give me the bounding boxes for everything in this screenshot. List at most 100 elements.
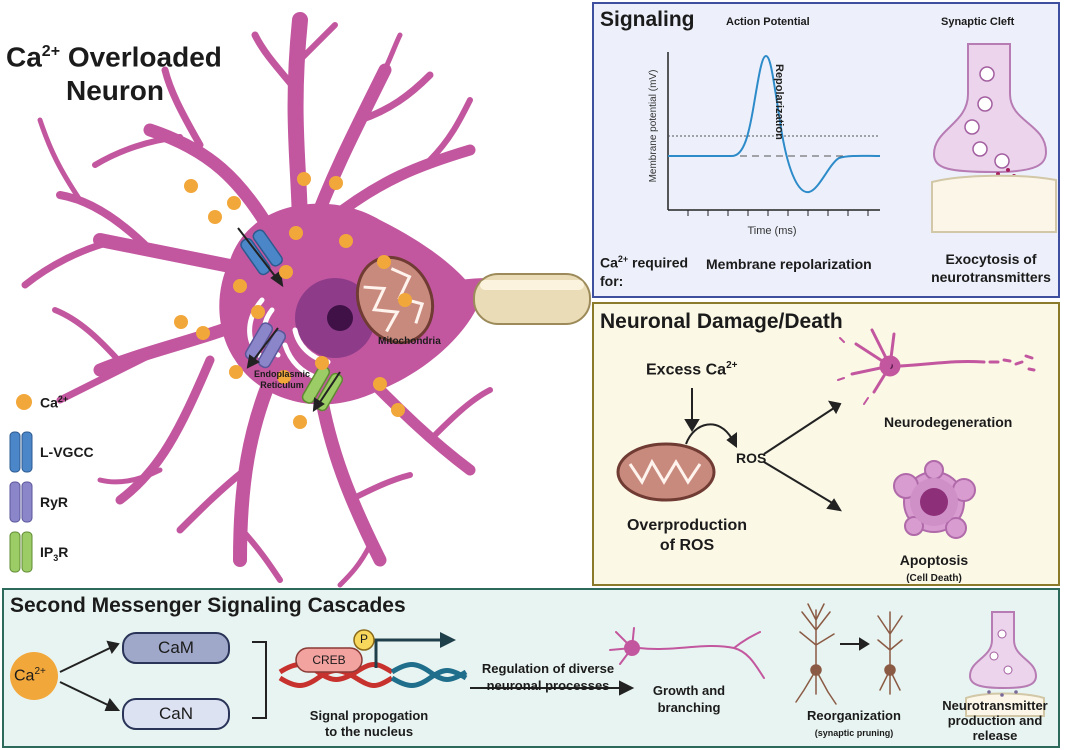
damage-title: Neuronal Damage/Death <box>600 310 843 333</box>
can-box: CaN <box>122 698 230 730</box>
overprod-1: Overproduction <box>626 517 747 534</box>
cascade-diagram <box>10 603 1045 719</box>
growth-label: Growth and branching <box>634 682 744 716</box>
mitochondria-shape <box>355 255 435 345</box>
signal-1: Signal propogation <box>309 708 429 723</box>
postsynaptic-membrane <box>931 174 1057 233</box>
req-ca: Ca <box>600 254 618 271</box>
nt-2: production and <box>947 713 1043 728</box>
legend-ca-text: Ca <box>40 394 58 411</box>
creb-box <box>295 647 363 673</box>
legend-ip3r-label: IP3R <box>40 544 68 563</box>
membrane-repolarization-label: Membrane repolarization <box>706 256 872 272</box>
legend-lvgcc-icon <box>9 431 33 473</box>
damage-mitochondria <box>616 442 716 502</box>
reorganization-label: Reorganization (synaptic pruning) <box>784 708 924 741</box>
ap-x-ticks <box>687 210 869 216</box>
action-potential-title: Action Potential <box>726 16 810 28</box>
main-title-sup: 2+ <box>41 43 61 60</box>
damage-arrows <box>684 388 842 512</box>
signaling-title: Signaling <box>600 8 695 31</box>
legend-lvgcc-label: L-VGCC <box>40 444 94 460</box>
excess-sup: 2+ <box>726 360 738 371</box>
reorg-2: (synaptic pruning) <box>814 728 894 738</box>
cam-box: CaM <box>122 632 230 664</box>
cascade-ca-text: Ca <box>14 667 35 685</box>
req-rest: required <box>628 254 689 271</box>
dna-helix <box>278 632 468 688</box>
neurodegeneration-label: Neurodegeneration <box>884 414 1013 430</box>
damage-diagram <box>616 328 1036 539</box>
synaptic-cleft-title: Synaptic Cleft <box>941 16 1015 28</box>
phospho-icon <box>353 629 375 651</box>
cascade-ca-sup: 2+ <box>34 666 46 677</box>
excess-ca-label: Excess Ca2+ <box>646 360 737 379</box>
mitochondria-label: Mitochondria <box>378 336 441 347</box>
ap-xlabel: Time (ms) <box>747 225 796 237</box>
growth-neuron <box>609 627 765 679</box>
req-for: for: <box>600 272 624 289</box>
ros-label: ROS <box>736 450 767 466</box>
legend-calcium-icon <box>16 394 32 410</box>
growth-1: Growth and <box>652 683 726 698</box>
cascade-bracket <box>252 641 267 719</box>
cascade-calcium-icon <box>10 652 58 700</box>
apoptosis-label: Apoptosis (Cell Death) <box>884 552 984 587</box>
reorganization-neurons <box>795 603 903 705</box>
exo-2: neurotransmitters <box>931 269 1051 285</box>
apoptotic-cell <box>893 460 976 539</box>
damage-panel: Neuronal Damage/Death Excess Ca2+ <box>592 302 1060 586</box>
repolarization-label: Repolarization <box>773 64 785 140</box>
exo-1: Exocytosis of <box>945 251 1037 267</box>
lvgcc-channel <box>240 229 283 276</box>
exocytosis-label: Exocytosis of neurotransmitters <box>924 250 1058 286</box>
main-title: Ca2+ Overloaded Neuron <box>6 35 222 108</box>
main-title-rest: Overloaded <box>60 41 222 73</box>
legend-ca-label: Ca2+ <box>40 394 68 411</box>
legend-ca-sup: 2+ <box>57 394 69 404</box>
axon-tube <box>473 273 591 325</box>
nucleolus <box>327 305 353 331</box>
apoptosis-text: Apoptosis <box>899 552 969 568</box>
action-potential-plot: Membrane potential (mV) Time (ms) Repola… <box>648 43 1057 237</box>
neurodegeneration-neuron <box>837 328 1036 405</box>
cascade-title: Second Messenger Signaling Cascades <box>10 594 406 617</box>
legend-ryr-icon <box>9 481 33 523</box>
cascade-arrows <box>59 637 870 711</box>
creb-label: CREB <box>312 653 346 667</box>
legend-ryr-label: RyR <box>40 494 69 510</box>
nt-3: release <box>972 728 1018 743</box>
main-title-line2: Neuron <box>66 75 164 107</box>
synaptic-terminal <box>932 43 1048 186</box>
legend-ip3r-sub: 3 <box>53 552 59 563</box>
signaling-panel: Signaling Action Potential Synaptic Clef… <box>592 2 1060 298</box>
phospho-label: P <box>359 632 368 646</box>
er-label-1: Endoplasmic <box>253 369 310 379</box>
regulation-label: Regulation of diverse neuronal processes <box>468 660 628 694</box>
growth-2: branching <box>657 700 721 715</box>
reg-2: neuronal processes <box>486 678 610 693</box>
calcium-ions <box>174 172 412 429</box>
cascade-ca-label: Ca2+ <box>14 666 46 685</box>
legend-ip3r-icon <box>9 531 33 573</box>
legend-ip3r-pre: IP <box>40 544 54 560</box>
channel-arrows <box>237 227 341 412</box>
cascade-panel: Second Messenger Signaling Cascades <box>2 588 1060 748</box>
reg-1: Regulation of diverse <box>481 661 615 676</box>
excess-text: Excess Ca <box>646 361 727 379</box>
signal-2: to the nucleus <box>324 724 414 739</box>
nt-1: Neurotransmitter <box>942 698 1048 713</box>
ca-required-label: Ca2+ required for: <box>600 250 688 290</box>
ap-curve <box>668 54 881 194</box>
req-sup: 2+ <box>617 254 629 264</box>
release-synapse <box>965 611 1045 717</box>
main-title-ca: Ca <box>6 41 42 73</box>
cell-death-text: (Cell Death) <box>906 573 962 584</box>
ap-ylabel: Membrane potential (mV) <box>648 70 659 183</box>
legend-ip3r-post: R <box>58 544 69 560</box>
reorg-1: Reorganization <box>807 708 901 723</box>
er-label-2: Reticulum <box>260 380 304 390</box>
